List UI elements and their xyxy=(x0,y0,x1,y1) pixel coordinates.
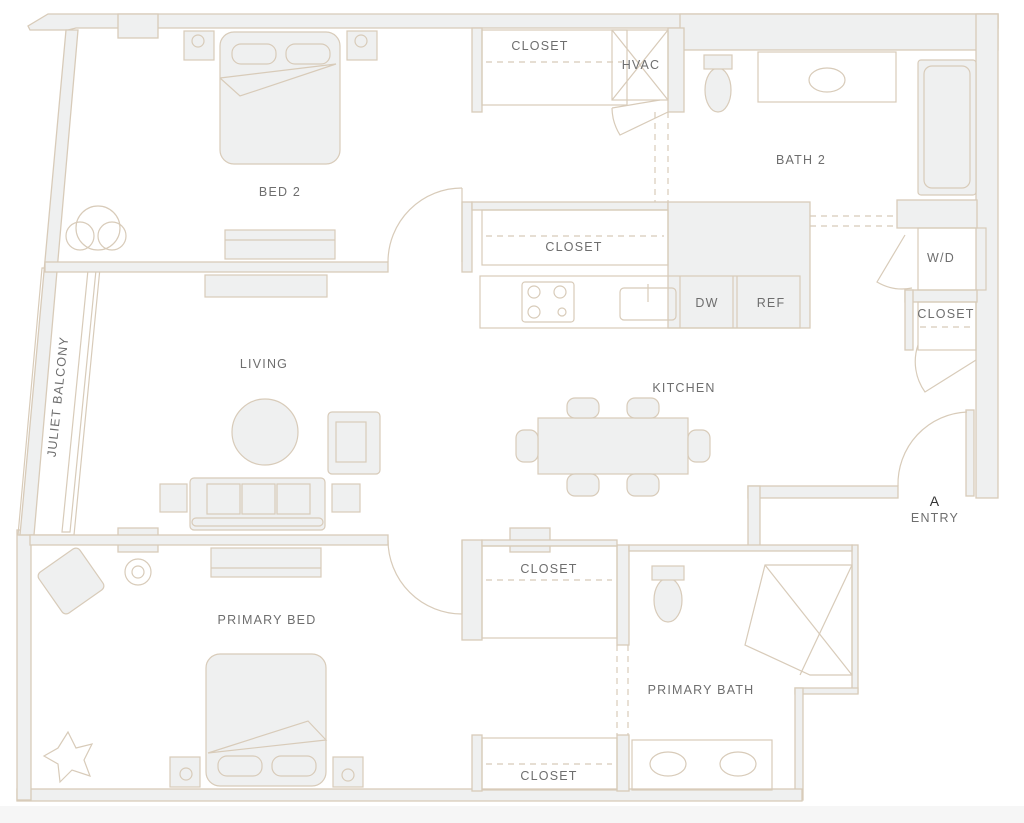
fixtures xyxy=(37,29,987,791)
interior-walls xyxy=(29,27,978,792)
label-dw: DW xyxy=(695,296,718,310)
label-closet-top: CLOSET xyxy=(511,39,568,53)
doors xyxy=(387,99,977,615)
label-bed2: BED 2 xyxy=(259,185,301,199)
label-hvac: HVAC xyxy=(622,58,661,72)
footer-band xyxy=(0,806,1024,823)
label-closet-mid: CLOSET xyxy=(545,240,602,254)
label-living: LIVING xyxy=(240,357,288,371)
label-ref: REF xyxy=(757,296,786,310)
label-wd: W/D xyxy=(927,251,955,265)
label-closet-primary-bottom: CLOSET xyxy=(520,769,577,783)
plant-icon xyxy=(65,205,127,251)
label-closet-primary-top: CLOSET xyxy=(520,562,577,576)
plant-icon xyxy=(42,730,94,784)
plant-icon xyxy=(124,558,152,586)
label-kitchen: KITCHEN xyxy=(652,381,715,395)
room-labels: BED 2 CLOSET HVAC BATH 2 CLOSET DW REF W… xyxy=(45,39,974,783)
label-entry: ENTRY xyxy=(911,511,959,525)
label-closet-right: CLOSET xyxy=(917,307,974,321)
label-primary-bath: PRIMARY BATH xyxy=(648,683,755,697)
floor-plan: BED 2 CLOSET HVAC BATH 2 CLOSET DW REF W… xyxy=(16,13,999,802)
label-bath2: BATH 2 xyxy=(776,153,826,167)
label-primary-bed: PRIMARY BED xyxy=(218,613,317,627)
exterior-walls xyxy=(16,13,999,802)
entry-marker: A xyxy=(930,493,941,509)
